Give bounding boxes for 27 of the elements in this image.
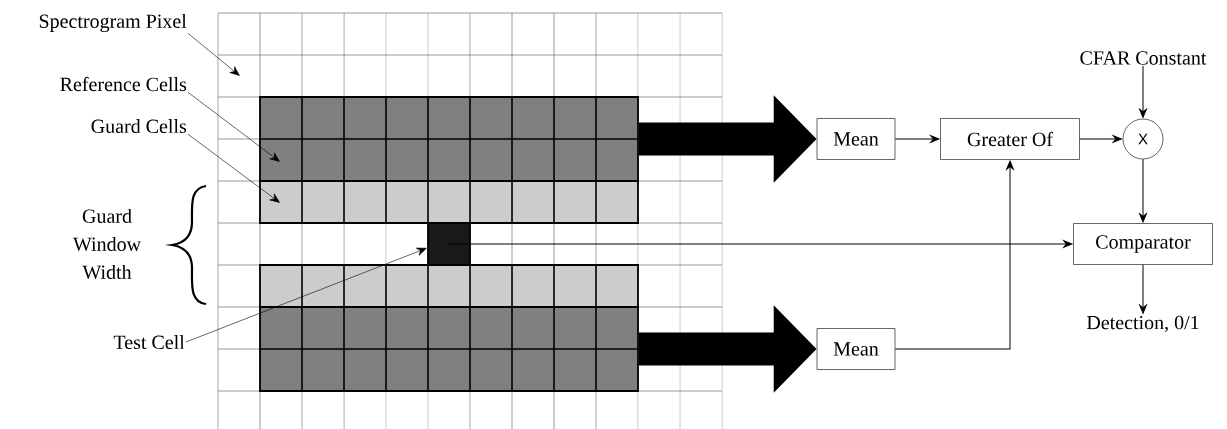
arrow: [1139, 65, 1147, 118]
arrow: [1139, 264, 1147, 314]
reference-block: [259, 306, 639, 392]
process-box: Greater Of: [940, 118, 1080, 160]
label-text: Guard Cells: [91, 118, 187, 134]
mean-box: Mean: [816, 328, 896, 370]
output-label: Detection, 0/1: [1086, 315, 1199, 333]
guard-block: [259, 264, 639, 308]
leader-line: [187, 133, 280, 203]
comparator-box: Comparator: [1073, 223, 1213, 265]
guard-block: [259, 180, 639, 224]
label-text: Reference Cells: [60, 76, 187, 92]
arrow: [894, 135, 940, 143]
mean-box: Mean: [816, 118, 896, 160]
reference-block: [259, 96, 639, 182]
label-text: Test Cell: [113, 334, 185, 350]
test-cell: [427, 222, 471, 266]
label-text: Spectrogram Pixel: [39, 13, 187, 33]
input-label: CFAR Constant: [1080, 51, 1207, 65]
arrow: [1139, 158, 1147, 223]
leader-line: [185, 247, 427, 343]
label-text: Guard Window Width: [73, 208, 141, 280]
leader-line: [187, 92, 280, 162]
arrow: [448, 240, 1073, 248]
leader-line: [187, 33, 240, 76]
arrow: [894, 160, 1014, 350]
arrow: [1079, 135, 1122, 143]
